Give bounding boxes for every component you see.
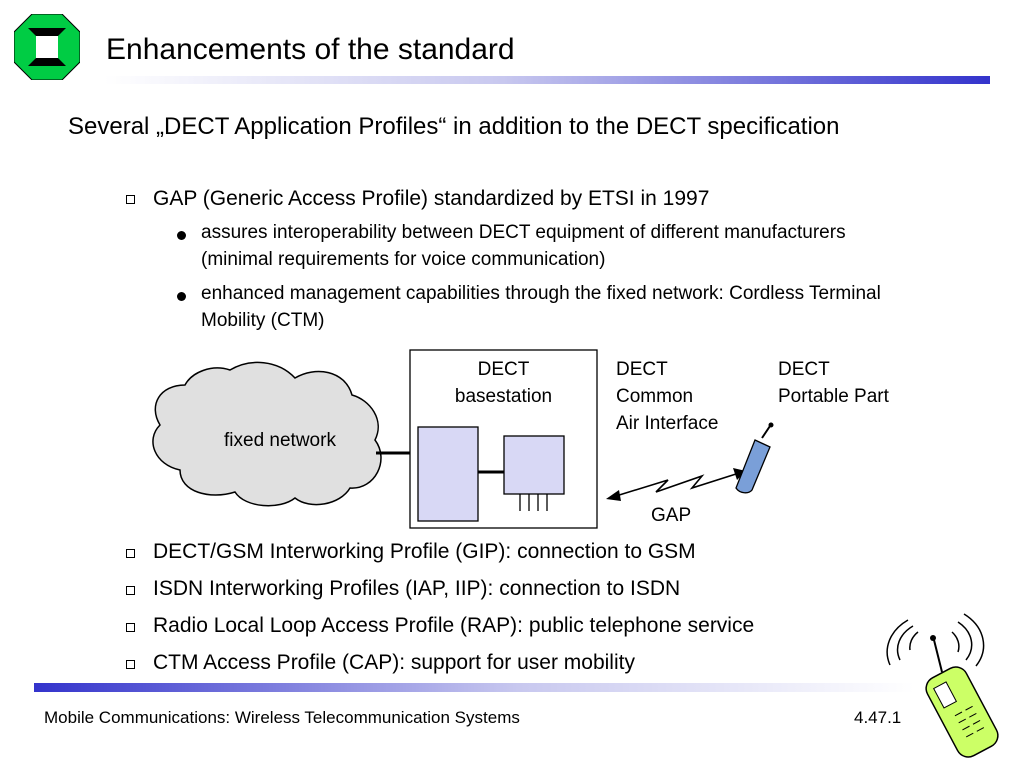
gap-link-label: GAP bbox=[651, 505, 692, 526]
radio-link-arrow-icon bbox=[606, 468, 746, 501]
sub-point-cap: CTM Access Profile (CAP): support for us… bbox=[153, 651, 635, 674]
portable-part-label-line2: Portable Part bbox=[778, 386, 889, 407]
basestation-label-line1: DECT bbox=[477, 359, 530, 380]
title-underline bbox=[104, 76, 990, 84]
main-point: Several „DECT Application Profiles“ in a… bbox=[68, 113, 840, 140]
square-bullet-icon bbox=[126, 195, 135, 204]
basestation-unit-left bbox=[417, 426, 479, 522]
square-bullet-icon bbox=[126, 586, 135, 595]
footer-bar bbox=[34, 683, 914, 692]
footer-page-number: 4.47.1 bbox=[854, 708, 902, 727]
page-title: Enhancements of the standard bbox=[106, 33, 515, 66]
university-logo bbox=[14, 14, 80, 80]
fixed-network-cloud bbox=[152, 361, 382, 507]
round-bullet-icon bbox=[177, 292, 186, 301]
basestation-unit-right bbox=[503, 435, 565, 495]
square-bullet-icon bbox=[126, 549, 135, 558]
basestation-label-line2: basestation bbox=[454, 386, 553, 407]
square-bullet-icon bbox=[126, 660, 135, 669]
sub-point-rap: Radio Local Loop Access Profile (RAP): p… bbox=[153, 614, 755, 637]
sub-point-isdn: ISDN Interworking Profiles (IAP, IIP): c… bbox=[153, 577, 681, 600]
air-interface-label-line1: DECT bbox=[616, 359, 668, 380]
gap-detail-interoperability: assures interoperability between DECT eq… bbox=[201, 222, 846, 270]
portable-part-label-line1: DECT bbox=[778, 359, 830, 380]
sub-point-gip: DECT/GSM Interworking Profile (GIP): con… bbox=[153, 540, 696, 563]
round-bullet-icon bbox=[177, 231, 186, 240]
air-interface-label-line2: Common bbox=[616, 386, 694, 407]
antenna-pins-icon bbox=[519, 494, 548, 511]
gap-detail-management: enhanced management capabilities through… bbox=[201, 283, 881, 331]
air-interface-label-line3: Air Interface bbox=[616, 413, 719, 434]
footer-course: Mobile Communications: Wireless Telecomm… bbox=[44, 708, 520, 727]
square-bullet-icon bbox=[126, 623, 135, 632]
cloud-label: fixed network bbox=[224, 430, 336, 451]
sub-point-gap: GAP (Generic Access Profile) standardize… bbox=[153, 187, 710, 210]
cartoon-phone-icon bbox=[886, 613, 999, 758]
portable-handset-icon bbox=[735, 422, 774, 494]
